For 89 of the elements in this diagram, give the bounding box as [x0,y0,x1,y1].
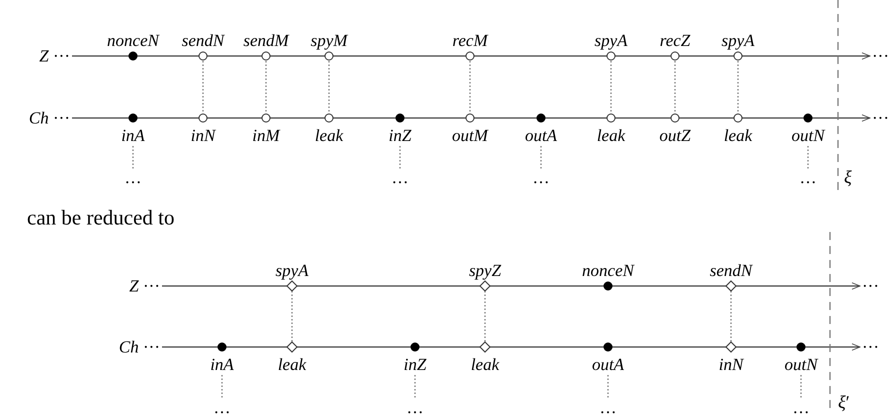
dotted-connector [414,374,416,400]
timeline-label: ··· [862,338,879,356]
timeline-label: Ch ··· [118,338,160,356]
filled-event-dot [796,342,806,352]
open-event-circle [261,51,271,61]
open-event-circle [465,113,475,123]
event-label: inN [190,127,216,144]
event-label: recM [452,32,488,49]
ellipsis-text: … [600,399,616,416]
event-label: inZ [404,356,426,373]
event-label: sendN [710,262,752,279]
timeline-label: Z ··· [129,278,160,294]
ellipsis-text: … [792,399,810,416]
event-diamond [479,341,491,353]
timeline-label: ξ [844,168,852,186]
event-label: leak [278,356,306,373]
ellipsis-text: … [214,399,230,416]
open-event-circle [606,113,616,123]
open-event-circle [733,51,743,61]
event-label: nonceN [582,262,634,279]
event-diamond [286,341,298,353]
event-label: inA [121,127,145,144]
open-event-circle [670,51,680,61]
ellipsis-text: … [406,399,424,416]
event-label: outN [784,356,818,373]
event-label: outA [524,127,558,144]
open-event-circle [670,113,680,123]
ellipsis-text: … [392,169,408,186]
dotted-connector [800,374,802,400]
dotted-connector [674,60,676,114]
event-label: nonceN [107,32,159,49]
filled-event-dot [536,113,546,123]
ellipsis-text: … [124,169,142,186]
open-event-circle [733,113,743,123]
caption-text: can be reduced to [27,208,175,228]
dotted-connector [540,146,542,170]
open-event-circle [198,113,208,123]
event-diamond [479,280,491,292]
open-event-circle [261,113,271,123]
event-label: leak [724,127,752,144]
event-diamond [725,341,737,353]
filled-event-dot [217,342,227,352]
event-label: sendM [243,32,289,49]
event-diamond [725,280,737,292]
filled-event-dot [803,113,813,123]
timeline-label: ξ′ [838,393,850,411]
filled-event-dot [410,342,420,352]
dotted-connector [202,60,204,114]
event-label: outA [592,356,624,373]
event-label: outM [452,127,488,144]
timeline-label: ··· [862,278,879,294]
event-label: inA [210,356,234,373]
event-label: outN [791,127,825,144]
timeline-label: ··· [872,48,889,64]
event-label: leak [470,356,500,373]
timeline-label: Ch ··· [28,110,70,126]
event-label: inZ [388,127,412,144]
event-label: spyA [594,32,628,49]
event-label: sendN [182,32,224,49]
event-label: leak [314,127,344,144]
event-label: spyA [721,32,755,49]
ellipsis-text: … [532,169,550,186]
timeline-label: ··· [872,110,889,126]
dotted-connector [610,60,612,114]
event-label: spyA [275,262,309,279]
open-event-circle [198,51,208,61]
open-event-circle [465,51,475,61]
filled-event-dot [128,51,138,61]
event-label: spyZ [468,262,502,279]
open-event-circle [324,113,334,123]
dotted-connector [132,146,134,170]
ellipsis-text: … [800,169,816,186]
dotted-connector [730,290,732,342]
filled-event-dot [603,281,613,291]
timeline-label: Z ··· [39,48,70,64]
event-label: spyM [310,32,348,49]
event-label: outZ [659,127,691,144]
filled-event-dot [603,342,613,352]
open-event-circle [324,51,334,61]
event-label: recZ [660,32,690,49]
event-label: leak [596,127,626,144]
event-diamond [286,280,298,292]
event-label: inN [718,356,744,373]
event-label: inM [252,127,280,144]
dotted-connector [328,60,330,114]
filled-event-dot [395,113,405,123]
dotted-connector [484,290,486,342]
filled-event-dot [128,113,138,123]
open-event-circle [606,51,616,61]
